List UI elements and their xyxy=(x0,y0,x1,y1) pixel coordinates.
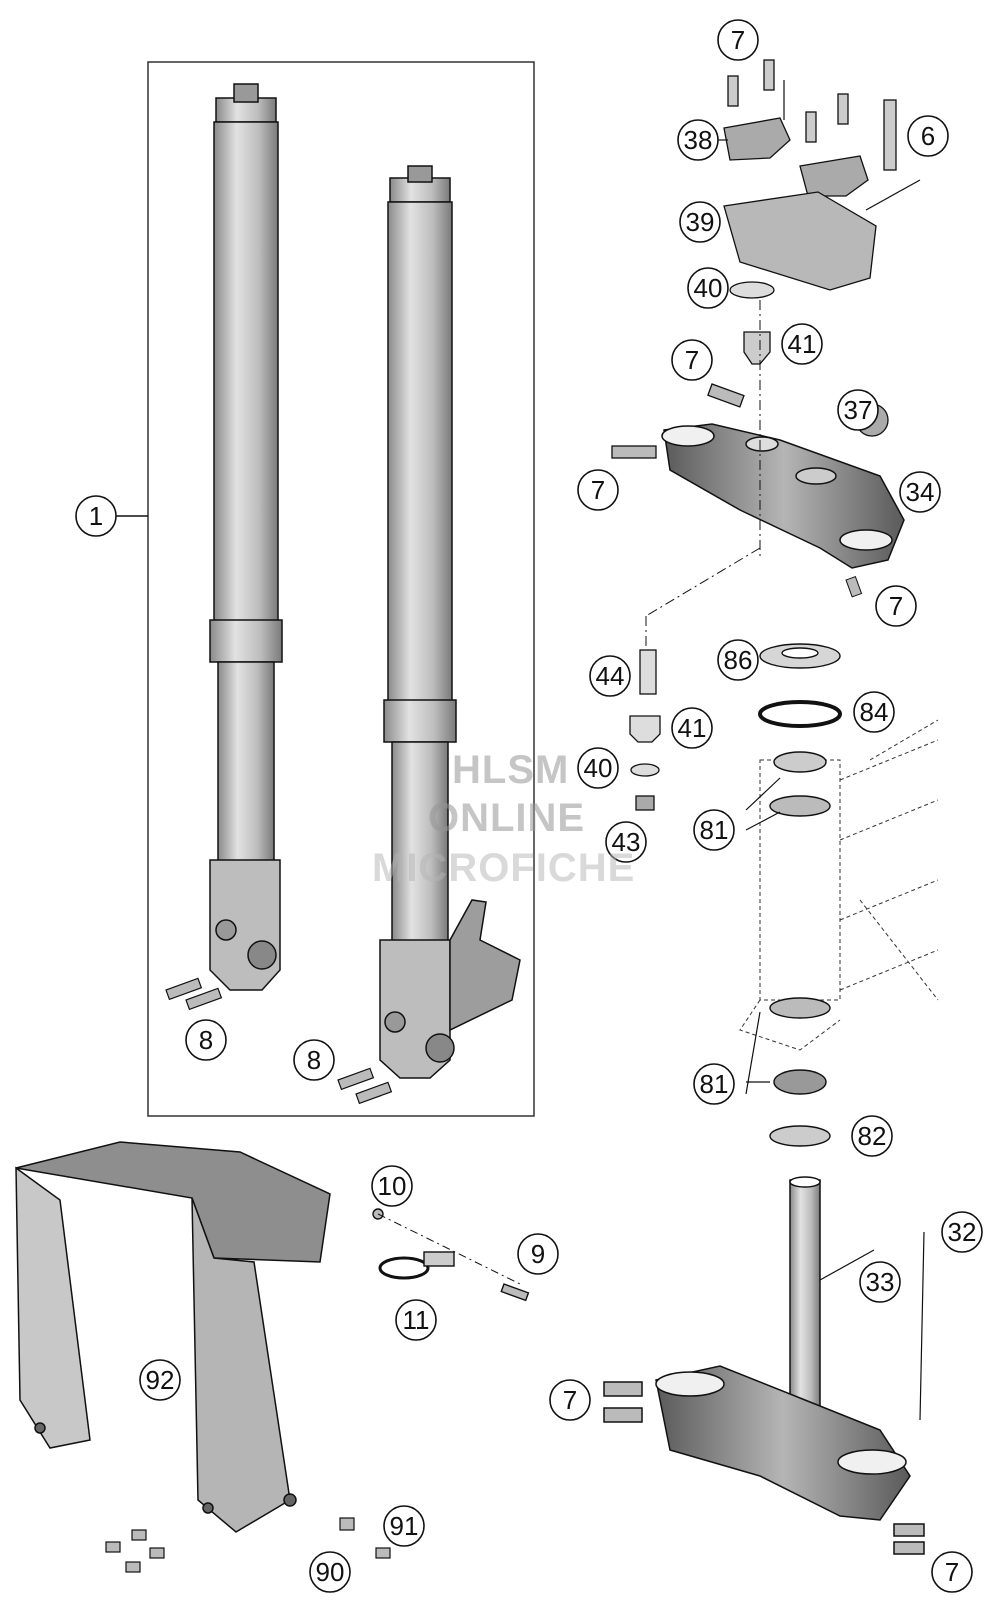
callout-6: 6 xyxy=(907,115,949,157)
callout-38: 38 xyxy=(677,119,719,161)
callout-81a-label: 81 xyxy=(700,815,729,845)
callout-8b: 8 xyxy=(293,1039,335,1081)
callout-10: 10 xyxy=(371,1165,413,1207)
callout-10-label: 10 xyxy=(378,1171,407,1201)
fork-leg-left xyxy=(209,83,283,991)
callout-11: 11 xyxy=(395,1299,437,1341)
callout-81a: 81 xyxy=(693,809,735,851)
bearings-81 xyxy=(769,751,831,1147)
callout-44-label: 44 xyxy=(596,661,625,691)
callout-9-label: 9 xyxy=(531,1239,545,1269)
bearing-seals xyxy=(758,643,842,728)
callout-40a-label: 40 xyxy=(694,273,723,303)
callout-82: 82 xyxy=(851,1115,893,1157)
callout-40b-label: 40 xyxy=(584,753,613,783)
callout-7b-label: 7 xyxy=(685,345,699,375)
callout-43-label: 43 xyxy=(612,827,641,857)
callout-7f: 7 xyxy=(931,1551,973,1593)
callout-43: 43 xyxy=(605,821,647,863)
callout-44: 44 xyxy=(589,655,631,697)
callout-32-label: 32 xyxy=(948,1217,977,1247)
callout-7e: 7 xyxy=(549,1379,591,1421)
callout-86-label: 86 xyxy=(724,645,753,675)
callout-38-label: 38 xyxy=(684,125,713,155)
watermark-line-1: HLSM xyxy=(452,748,570,792)
callout-32: 32 xyxy=(941,1211,983,1253)
callout-34: 34 xyxy=(899,471,941,513)
callout-90-label: 90 xyxy=(316,1557,345,1587)
callout-90: 90 xyxy=(309,1551,351,1593)
callout-92-label: 92 xyxy=(146,1365,175,1395)
callout-7f-label: 7 xyxy=(945,1557,959,1587)
callout-37: 37 xyxy=(837,389,879,431)
callout-11-label: 11 xyxy=(403,1305,430,1335)
callout-91: 91 xyxy=(383,1505,425,1547)
callout-84: 84 xyxy=(853,691,895,733)
callout-7d: 7 xyxy=(875,585,917,627)
spacer-stack xyxy=(629,649,661,811)
callout-7a-label: 7 xyxy=(731,25,745,55)
callout-40a: 40 xyxy=(687,267,729,309)
callout-8a: 8 xyxy=(185,1019,227,1061)
callout-6-label: 6 xyxy=(921,121,935,151)
watermark-line-3: MICROFICHE xyxy=(372,846,636,890)
callout-7d-label: 7 xyxy=(889,591,903,621)
callout-40b: 40 xyxy=(577,747,619,789)
callout-8a-label: 8 xyxy=(199,1025,213,1055)
callout-81b: 81 xyxy=(693,1063,735,1105)
axis-line xyxy=(645,547,761,617)
callout-39-label: 39 xyxy=(686,207,715,237)
callout-41b-label: 41 xyxy=(678,713,707,743)
callout-7a: 7 xyxy=(717,19,759,61)
lower-triple-clamp-32 xyxy=(603,1176,925,1555)
callout-41a: 41 xyxy=(781,323,823,365)
callout-9: 9 xyxy=(517,1233,559,1275)
callout-7e-label: 7 xyxy=(563,1385,577,1415)
leader-lines xyxy=(718,80,925,1421)
callout-91-label: 91 xyxy=(390,1511,419,1541)
callout-8b-label: 8 xyxy=(307,1045,321,1075)
callout-37-label: 37 xyxy=(844,395,873,425)
callout-34-label: 34 xyxy=(906,477,935,507)
callout-1: 1 xyxy=(75,495,117,537)
callout-84-label: 84 xyxy=(860,697,889,727)
bolts-8-right xyxy=(337,1067,393,1105)
brake-line-clamp xyxy=(372,1208,530,1302)
fork-leg-right xyxy=(379,165,521,1079)
callouts: 1 8 8 7 38 6 39 40 41 7 37 7 34 7 86 44 … xyxy=(75,19,983,1593)
frame-head xyxy=(739,719,939,1051)
fender-screws xyxy=(105,1517,391,1573)
bolts-8-left xyxy=(165,977,223,1011)
callout-39: 39 xyxy=(679,201,721,243)
callout-86: 86 xyxy=(717,639,759,681)
callout-81b-label: 81 xyxy=(700,1069,729,1099)
callout-41a-label: 41 xyxy=(788,329,817,359)
callout-33-label: 33 xyxy=(866,1267,895,1297)
upper-triple-clamp-34 xyxy=(661,423,905,569)
callout-92: 92 xyxy=(139,1359,181,1401)
callout-33: 33 xyxy=(859,1261,901,1303)
front-fender-92 xyxy=(15,1141,331,1533)
callout-1-label: 1 xyxy=(89,501,103,531)
callout-82-label: 82 xyxy=(858,1121,887,1151)
callout-41b: 41 xyxy=(671,707,713,749)
callout-7c-label: 7 xyxy=(591,475,605,505)
fork-assembly-frame xyxy=(147,61,535,1117)
callout-7b: 7 xyxy=(671,339,713,381)
callout-7c: 7 xyxy=(577,469,619,511)
watermark-line-2: ONLINE xyxy=(428,796,586,840)
